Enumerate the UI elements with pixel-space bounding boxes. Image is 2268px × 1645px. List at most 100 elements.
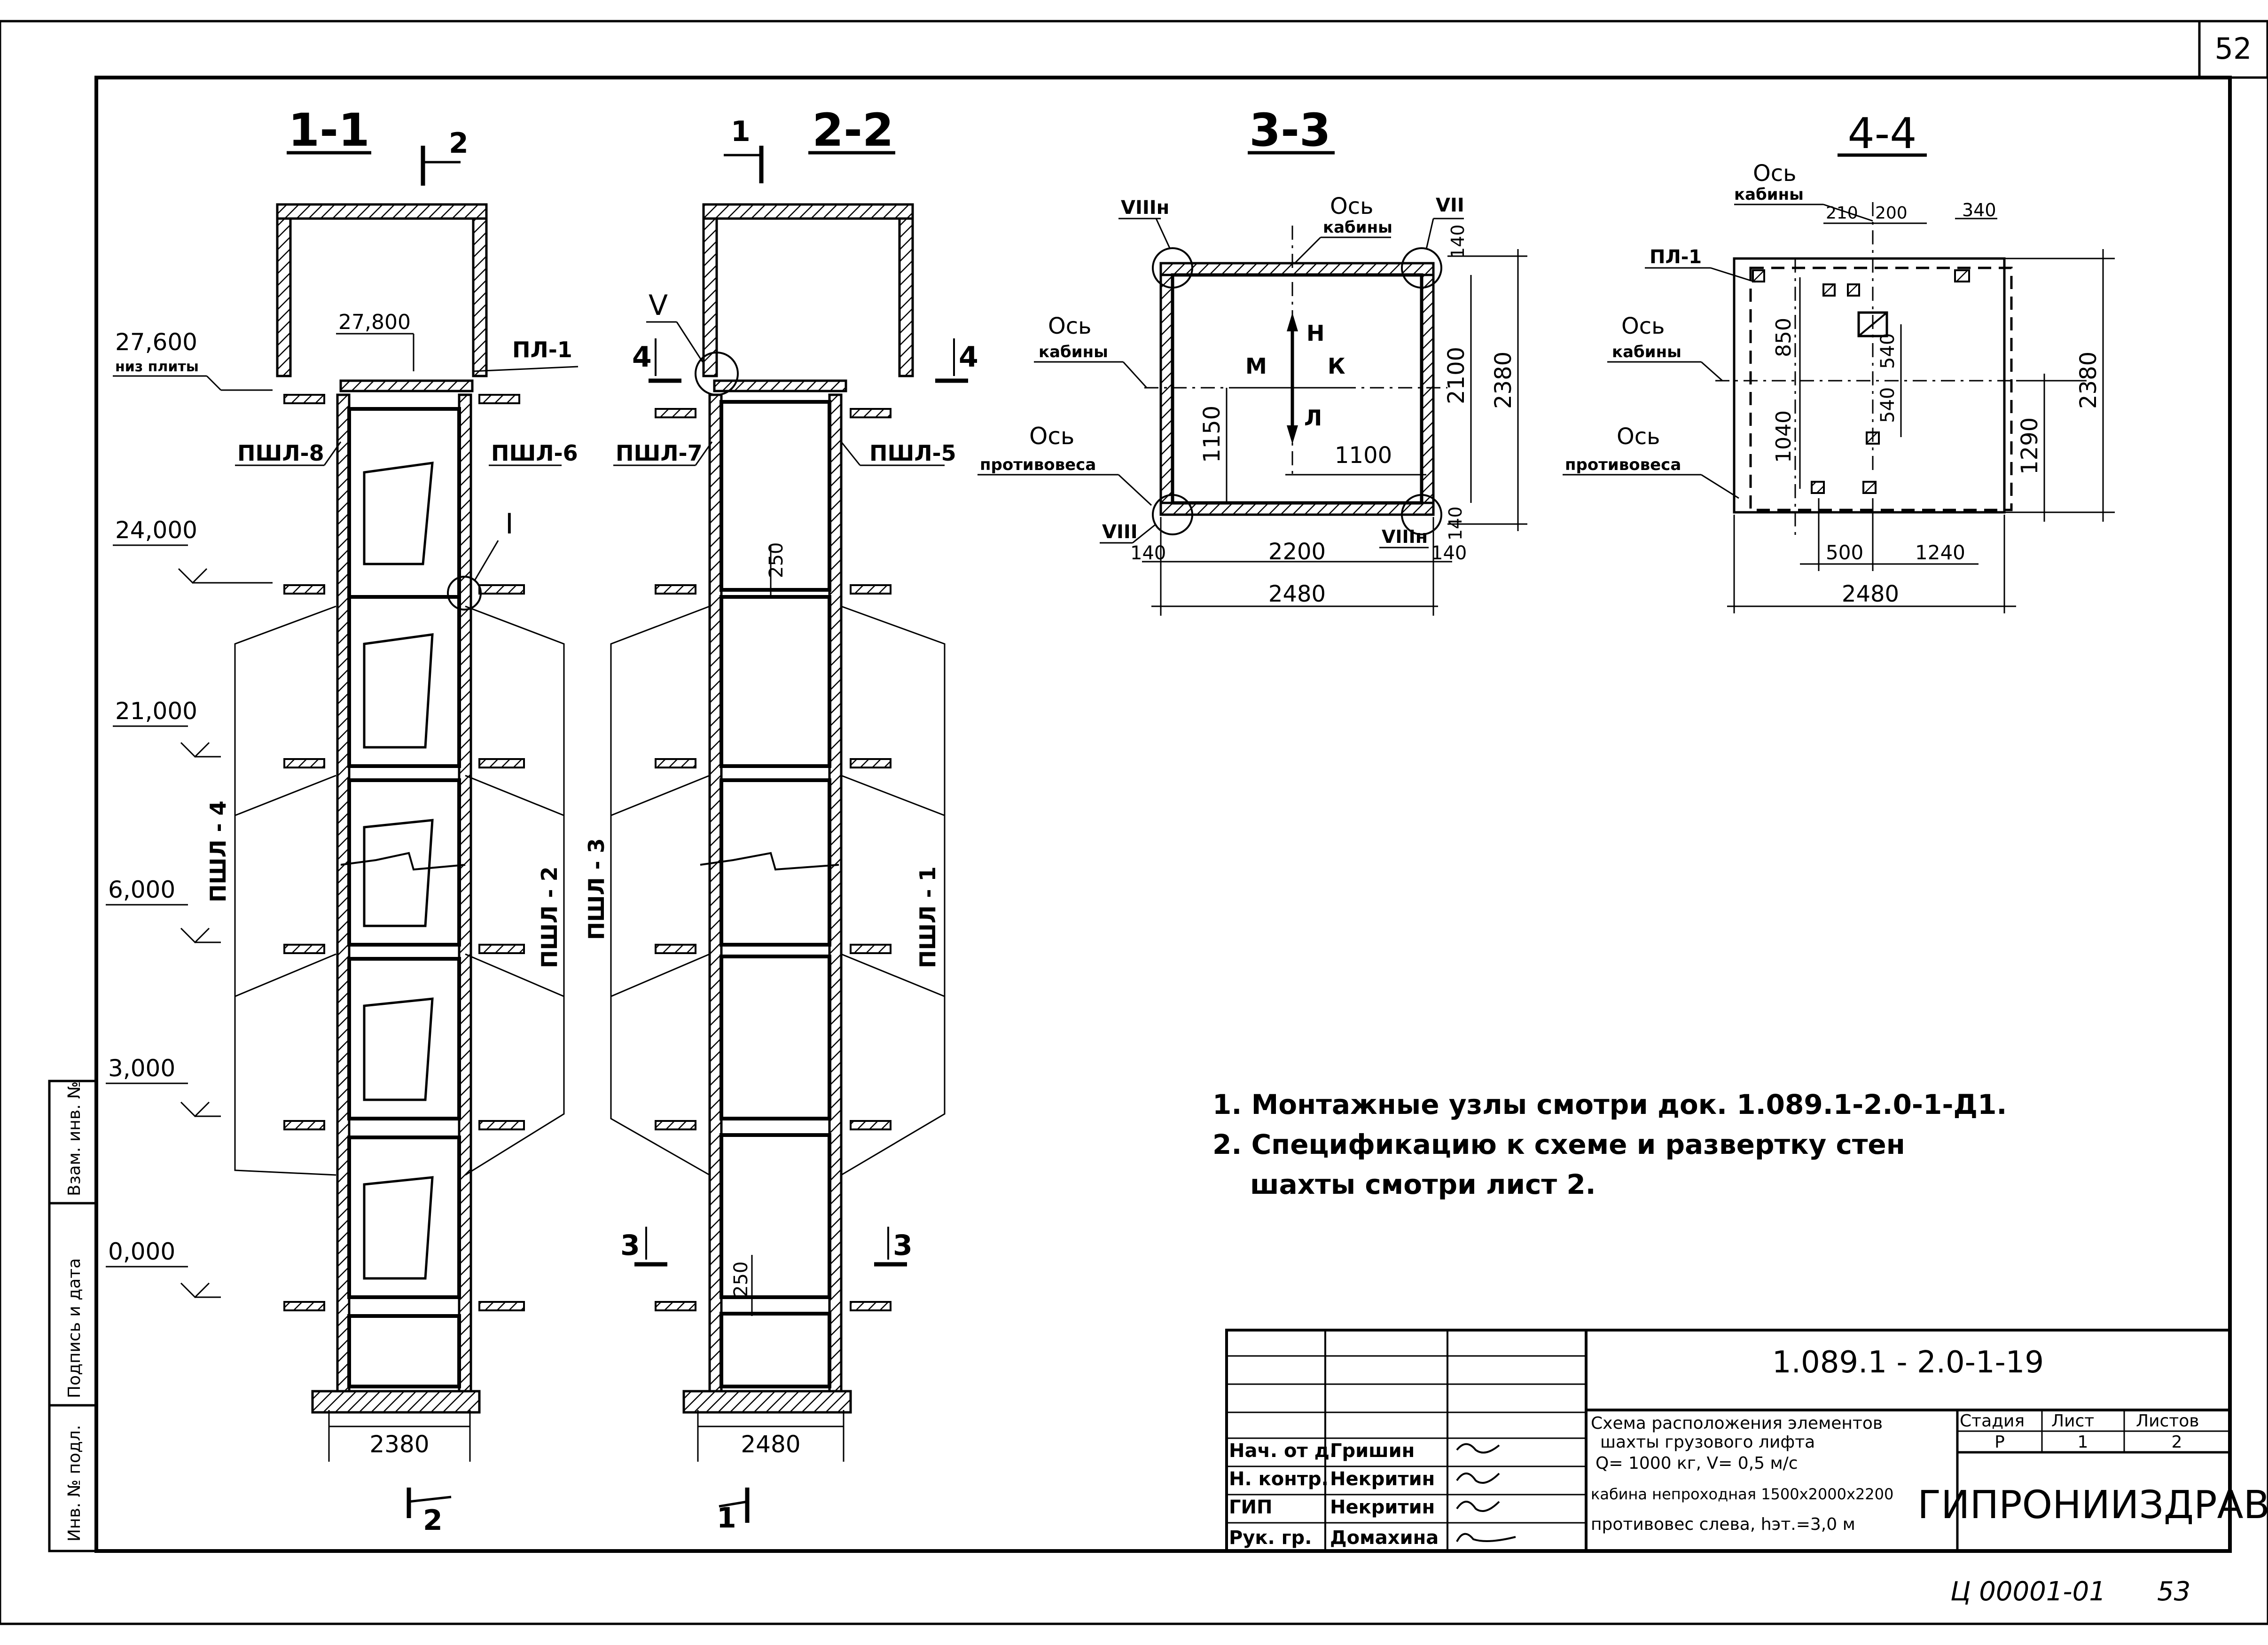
note-2: 2. Спецификацию к схеме и развертку стен bbox=[1212, 1128, 1905, 1160]
node-8h: VIIIн bbox=[1121, 197, 1169, 219]
section-title: 2-2 bbox=[812, 104, 893, 157]
staff-role: Нач. от д. bbox=[1229, 1440, 1337, 1462]
dim-850: 850 bbox=[1772, 318, 1796, 357]
note-1: 1. Монтажные узлы смотри док. 1.089.1-2.… bbox=[1212, 1089, 2007, 1120]
dim-200: 200 bbox=[1875, 204, 1908, 223]
axis-cabin-sub: кабины bbox=[1734, 185, 1804, 204]
stamp-inv-no: Инв. № подл. bbox=[65, 1425, 84, 1542]
dim-140-right: 140 bbox=[1445, 506, 1466, 540]
dim-2100: 2100 bbox=[1443, 347, 1470, 404]
node-8: VIII bbox=[1102, 521, 1138, 543]
mark-pshl1: ПШЛ - 1 bbox=[915, 866, 940, 968]
dim-1100: 1100 bbox=[1335, 442, 1392, 469]
staff-role: ГИП bbox=[1229, 1496, 1272, 1518]
note-2-cont: шахты смотри лист 2. bbox=[1250, 1168, 1596, 1200]
cut-label: 2 bbox=[449, 127, 469, 160]
width-dim: 2480 bbox=[741, 1431, 800, 1458]
mark-pshl7: ПШЛ-7 bbox=[616, 440, 703, 466]
sheet-value: 1 bbox=[2078, 1433, 2088, 1452]
axis-cw-label: Ось bbox=[1617, 423, 1660, 450]
dim-1040: 1040 bbox=[1772, 410, 1796, 463]
staff-name: Некритин bbox=[1330, 1496, 1435, 1518]
dim-500: 500 bbox=[1826, 541, 1863, 564]
axis-cw-sub: противовеса bbox=[1565, 455, 1681, 474]
dim-2200: 2200 bbox=[1268, 539, 1326, 565]
width-dim: 2380 bbox=[369, 1431, 429, 1458]
sheet-header: Лист bbox=[2051, 1411, 2094, 1431]
dir-n: Н bbox=[1306, 321, 1325, 346]
dim-250-bottom: 250 bbox=[730, 1261, 752, 1297]
axis-cabin-label: Ось bbox=[1330, 193, 1373, 219]
dir-k: К bbox=[1328, 353, 1345, 379]
sheets-header: Листов bbox=[2136, 1411, 2199, 1431]
mark-pshl3: ПШЛ - 3 bbox=[584, 838, 609, 940]
organization: ГИПРОНИИЗДРАВ bbox=[1917, 1483, 2268, 1528]
dim-340: 340 bbox=[1962, 200, 1996, 220]
stage-value: Р bbox=[1994, 1433, 2005, 1452]
section-title: 1-1 bbox=[288, 104, 369, 157]
staff-name: Гришин bbox=[1330, 1440, 1415, 1462]
level-marks: 27,600 низ плиты 24,000 21,000 6,000 3,0… bbox=[106, 329, 273, 1299]
section-title: 3-3 bbox=[1249, 104, 1330, 157]
section-1-1: 1-1 2 27,800 ПЛ-1 bbox=[205, 104, 579, 1537]
cut-bottom: 2 bbox=[423, 1504, 443, 1537]
mark-pshl5: ПШЛ-5 bbox=[869, 440, 956, 466]
dim-2480: 2480 bbox=[1268, 581, 1326, 607]
level-value: 6,000 bbox=[108, 876, 175, 903]
desc-line-3: Q= 1000 кг, V= 0,5 м/с bbox=[1595, 1454, 1798, 1473]
signature bbox=[1456, 1473, 1500, 1484]
dim-250-top: 250 bbox=[766, 542, 787, 578]
level-value: 21,000 bbox=[115, 697, 197, 725]
section-3-3: 3-3 Н М К Л Ось кабины Ось кабины Ось пр bbox=[978, 104, 1527, 616]
dim-1240: 1240 bbox=[1915, 541, 1965, 564]
staff-name: Некритин bbox=[1330, 1468, 1435, 1490]
dim-2380: 2380 bbox=[1490, 352, 1517, 409]
side-stamp: Инв. № подл. Подпись и дата Взам. инв. № bbox=[48, 1080, 98, 1552]
dim-2480: 2480 bbox=[1842, 581, 1899, 607]
dir-l: Л bbox=[1304, 405, 1322, 431]
dir-m: М bbox=[1245, 353, 1267, 379]
node-7: VII bbox=[1436, 195, 1464, 216]
axis-cw-sub: противовеса bbox=[980, 455, 1096, 474]
cut-bottom: 1 bbox=[717, 1502, 736, 1535]
archive-page: 53 bbox=[2157, 1576, 2190, 1607]
doc-code: 1.089.1 - 2.0-1-19 bbox=[1772, 1345, 2044, 1380]
dim-540-top: 540 bbox=[1877, 333, 1899, 369]
axis-cabin-sub: кабины bbox=[1323, 218, 1392, 237]
mark-pshl2: ПШЛ - 2 bbox=[537, 866, 562, 968]
notes: 1. Монтажные узлы смотри док. 1.089.1-2.… bbox=[1212, 1089, 2007, 1200]
archive-code: Ц 00001-01 bbox=[1950, 1576, 2106, 1607]
dim-540-bottom: 540 bbox=[1877, 387, 1899, 423]
mark-pl1: ПЛ-1 bbox=[512, 337, 572, 362]
level-value: 24,000 bbox=[115, 517, 197, 544]
axis-cabin-label: Ось bbox=[1048, 313, 1091, 339]
level-value: 27,600 bbox=[115, 329, 197, 356]
section-title: 4-4 bbox=[1848, 109, 1917, 158]
axis-cw-label: Ось bbox=[1029, 423, 1074, 450]
mark-pshl6: ПШЛ-6 bbox=[491, 440, 578, 466]
dim-1290: 1290 bbox=[2017, 417, 2043, 475]
signature bbox=[1456, 1501, 1500, 1512]
section-2-2: 1 2-2 V 4 4 bbox=[584, 104, 978, 1535]
axis-cabin-sub: кабины bbox=[1612, 343, 1681, 361]
dim-140-br: 140 bbox=[1431, 542, 1467, 564]
section-4-4: 4-4 Ось кабины ПЛ-1 Ось кабины Ось проти… bbox=[1563, 109, 2115, 613]
stage-header: Стадия bbox=[1960, 1411, 2025, 1431]
mark-pshl4: ПШЛ - 4 bbox=[205, 800, 231, 902]
staff-name: Домахина bbox=[1330, 1527, 1439, 1549]
dim-1150: 1150 bbox=[1199, 406, 1225, 463]
stamp-replace: Взам. инв. № bbox=[65, 1081, 84, 1196]
desc-line-4: кабина непроходная 1500x2000x2200 bbox=[1591, 1485, 1893, 1503]
desc-line-2: шахты грузового лифта bbox=[1600, 1433, 1815, 1452]
node-label: I bbox=[505, 508, 514, 540]
dim-210: 210 bbox=[1826, 204, 1858, 223]
sheets-value: 2 bbox=[2172, 1433, 2182, 1452]
dim-140-top: 140 bbox=[1447, 224, 1468, 258]
cut-label: 1 bbox=[731, 115, 751, 148]
cut-4-right: 4 bbox=[959, 341, 978, 374]
dim-2380: 2380 bbox=[2075, 352, 2102, 409]
node-8h-2: VIIIн bbox=[1382, 526, 1428, 547]
mark-pshl8: ПШЛ-8 bbox=[237, 440, 324, 466]
drawing-frame bbox=[94, 76, 2232, 1553]
